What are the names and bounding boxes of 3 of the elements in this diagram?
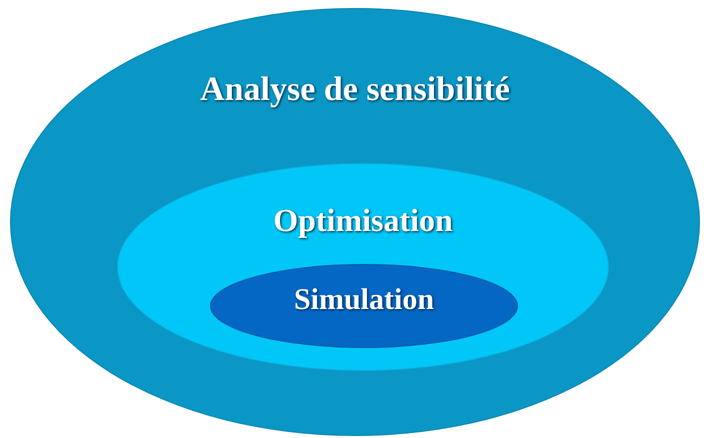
ellipse-label: Analyse de sensibilité — [200, 71, 510, 109]
ellipse-label: Simulation — [294, 283, 434, 317]
ellipse-label: Optimisation — [273, 202, 453, 239]
